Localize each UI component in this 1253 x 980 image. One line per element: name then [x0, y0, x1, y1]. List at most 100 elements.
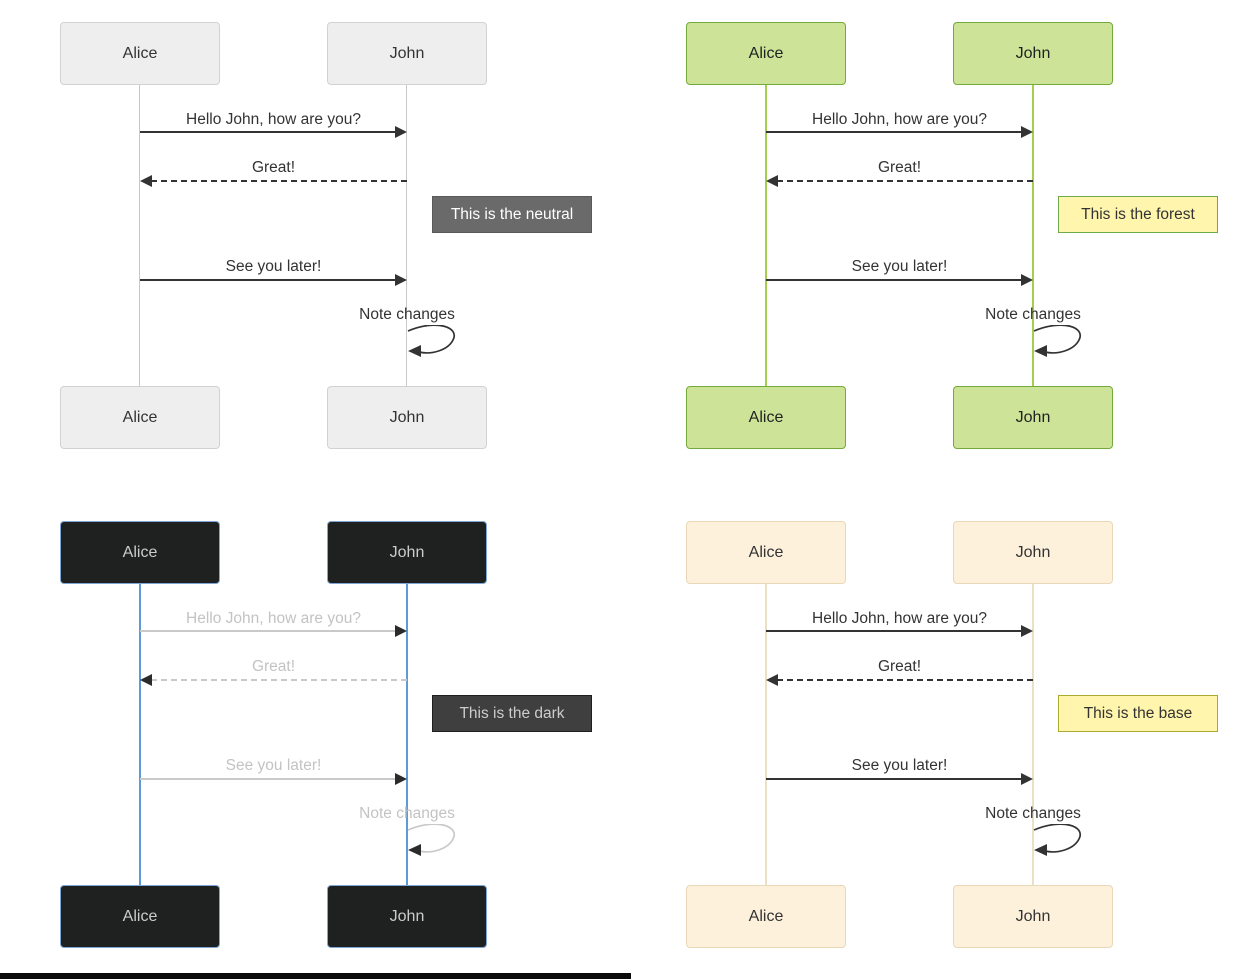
message-arrow-later	[766, 773, 1033, 785]
actor-label-john: John	[389, 543, 425, 561]
arrowhead-icon	[140, 674, 152, 686]
arrowhead-icon	[395, 274, 407, 286]
message-label-later: See you later!	[851, 258, 948, 275]
actor-box-alice-top: Alice	[60, 22, 220, 85]
actor-label-alice: Alice	[748, 543, 784, 561]
lifeline-alice	[765, 85, 767, 386]
actor-label-john: John	[389, 44, 425, 62]
self-loop-arrowhead-icon	[408, 345, 421, 357]
sequence-diagram-dark: Alice John Hello John, how are you? Grea…	[60, 521, 593, 948]
self-loop-arrow	[1033, 824, 1082, 856]
actor-box-john-top: John	[327, 521, 487, 584]
actor-box-alice-bottom: Alice	[60, 386, 220, 449]
message-label-note-changes: Note changes	[359, 805, 455, 822]
arrowhead-icon	[1021, 274, 1033, 286]
actor-box-john-top: John	[953, 521, 1113, 584]
message-arrow-later	[140, 773, 407, 785]
actor-label-alice: Alice	[122, 543, 158, 561]
actor-box-john-top: John	[953, 22, 1113, 85]
self-loop-arrow	[1033, 325, 1082, 357]
message-label-note-changes: Note changes	[359, 306, 455, 323]
actor-box-john-bottom: John	[327, 885, 487, 948]
note-box: This is the base	[1058, 695, 1218, 732]
message-label-later: See you later!	[225, 258, 322, 275]
self-loop-arrow	[407, 824, 456, 856]
lifeline-john	[406, 85, 407, 386]
actor-box-alice-top: Alice	[686, 22, 846, 85]
message-label-note-changes: Note changes	[985, 306, 1081, 323]
actor-label-alice: Alice	[748, 907, 784, 925]
arrow-line	[140, 131, 396, 133]
arrowhead-icon	[140, 175, 152, 187]
actor-label-john: John	[389, 907, 425, 925]
message-arrow-great	[766, 674, 1033, 686]
self-loop-path	[1033, 325, 1082, 354]
actor-label-alice: Alice	[748, 44, 784, 62]
message-label-hello: Hello John, how are you?	[186, 111, 361, 128]
message-arrow-hello	[766, 625, 1033, 637]
arrowhead-icon	[1021, 126, 1033, 138]
arrow-line	[766, 279, 1022, 281]
actor-label-alice: Alice	[122, 907, 158, 925]
actor-label-john: John	[1015, 543, 1051, 561]
self-loop-arrow	[407, 325, 456, 357]
self-loop-path	[1033, 824, 1082, 853]
lifeline-alice	[139, 85, 140, 386]
actor-box-alice-bottom: Alice	[60, 885, 220, 948]
actor-box-john-top: John	[327, 22, 487, 85]
message-label-hello: Hello John, how are you?	[812, 610, 987, 627]
sequence-diagram-neutral: Alice John Hello John, how are you? Grea…	[60, 22, 593, 449]
actor-label-john: John	[1015, 907, 1051, 925]
self-loop-arrowhead-icon	[1034, 844, 1047, 856]
actor-label-john: John	[1015, 44, 1051, 62]
self-loop-arrowhead-icon	[1034, 345, 1047, 357]
arrowhead-icon	[1021, 625, 1033, 637]
message-label-great: Great!	[877, 159, 922, 176]
note-box: This is the forest	[1058, 196, 1218, 233]
actor-label-alice: Alice	[748, 408, 784, 426]
arrow-line	[766, 131, 1022, 133]
note-box: This is the neutral	[432, 196, 592, 233]
lifeline-john	[1032, 85, 1034, 386]
arrow-line	[777, 180, 1033, 182]
lifeline-alice	[765, 584, 767, 885]
actor-label-john: John	[389, 408, 425, 426]
actor-box-john-bottom: John	[953, 386, 1113, 449]
message-label-note-changes: Note changes	[985, 805, 1081, 822]
arrow-line	[766, 778, 1022, 780]
actor-box-alice-bottom: Alice	[686, 885, 846, 948]
actor-box-alice-top: Alice	[60, 521, 220, 584]
message-arrow-hello	[140, 126, 407, 138]
self-loop-path	[407, 325, 456, 354]
actor-label-john: John	[1015, 408, 1051, 426]
message-arrow-hello	[140, 625, 407, 637]
sequence-diagram-base: Alice John Hello John, how are you? Grea…	[686, 521, 1219, 948]
arrowhead-icon	[395, 126, 407, 138]
arrowhead-icon	[395, 625, 407, 637]
arrow-line	[140, 630, 396, 632]
arrowhead-icon	[395, 773, 407, 785]
message-label-great: Great!	[877, 658, 922, 675]
arrow-line	[766, 630, 1022, 632]
arrow-line	[140, 279, 396, 281]
message-arrow-great	[140, 175, 407, 187]
message-label-hello: Hello John, how are you?	[186, 610, 361, 627]
actor-box-alice-bottom: Alice	[686, 386, 846, 449]
message-label-later: See you later!	[225, 757, 322, 774]
message-label-great: Great!	[251, 658, 296, 675]
message-arrow-later	[766, 274, 1033, 286]
arrowhead-icon	[766, 175, 778, 187]
self-loop-path	[407, 824, 456, 853]
actor-box-john-bottom: John	[327, 386, 487, 449]
self-loop-arrowhead-icon	[408, 844, 421, 856]
arrow-line	[140, 778, 396, 780]
sequence-diagram-forest: Alice John Hello John, how are you? Grea…	[686, 22, 1219, 449]
arrowhead-icon	[766, 674, 778, 686]
actor-label-alice: Alice	[122, 44, 158, 62]
lifeline-john	[1032, 584, 1034, 885]
message-arrow-later	[140, 274, 407, 286]
actor-box-alice-top: Alice	[686, 521, 846, 584]
message-arrow-great	[766, 175, 1033, 187]
message-label-hello: Hello John, how are you?	[812, 111, 987, 128]
message-label-great: Great!	[251, 159, 296, 176]
